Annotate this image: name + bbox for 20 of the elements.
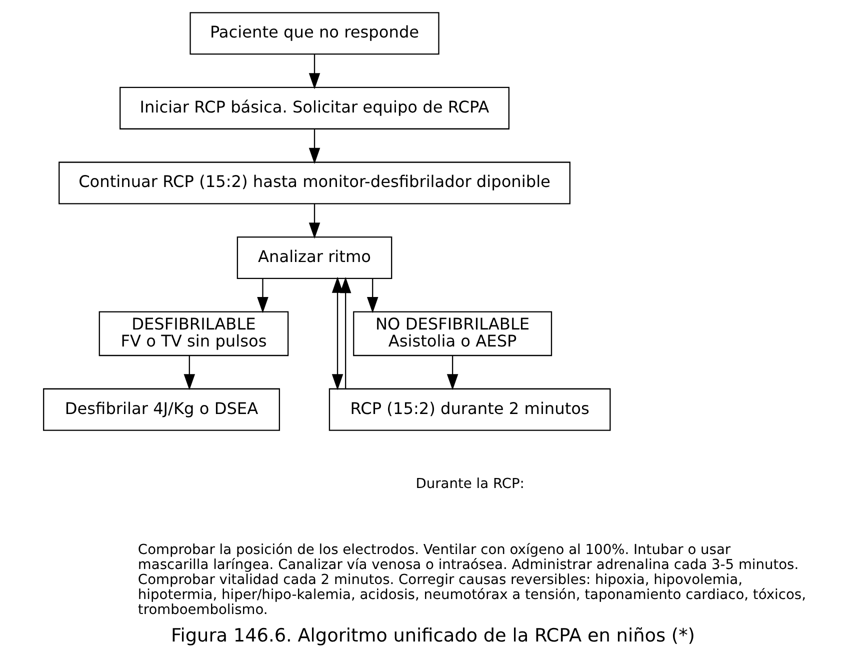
arrow	[339, 277, 351, 389]
arrow	[308, 129, 320, 164]
arrow	[256, 278, 268, 314]
node-box: Desfibrilar 4J/Kg o DSEA	[42, 388, 280, 431]
node-box: Paciente que no responde	[189, 12, 439, 55]
node-box: Continuar RCP (15:2) hasta monitor-desfibrilador diponible	[58, 162, 570, 204]
node-box: Analizar ritmo	[236, 236, 392, 279]
caption: Figura 146.6. Algoritmo unificado de la RCPA en niños (*)	[170, 626, 694, 647]
node-box: NO DESFIBRILABLE Asistolia o AESP	[352, 311, 552, 356]
node-box: DESFIBRILABLE FV o TV sin pulsos	[98, 311, 288, 356]
label: Comprobar la posición de los electrodos. Ventilar con oxígeno al 100%. Intubar o usar mascarilla laríngea. Canalizar vía venosa o intraósea. Administrar adrenalina cada 3-5 minutos. Comprobar vitalidad cada 2 minutos. Corregir causas reversibles: hipoxia, hipovolemia, hipotermia, hiper/hipo-kalemia, acidosis, neumotórax a tensión, taponamiento cardiaco, tóxicos, tromboembolismo.	[137, 542, 806, 618]
arrow	[183, 356, 195, 390]
node-box: Iniciar RCP básica. Solicitar equipo de RCPA	[119, 86, 509, 130]
arrow	[446, 356, 458, 390]
arrow	[308, 54, 320, 90]
arrow	[308, 204, 320, 239]
arrow	[366, 278, 378, 314]
arrow	[331, 276, 343, 390]
node-box: RCP (15:2) durante 2 minutos	[328, 388, 610, 431]
label: Durante la RCP:	[415, 476, 524, 492]
